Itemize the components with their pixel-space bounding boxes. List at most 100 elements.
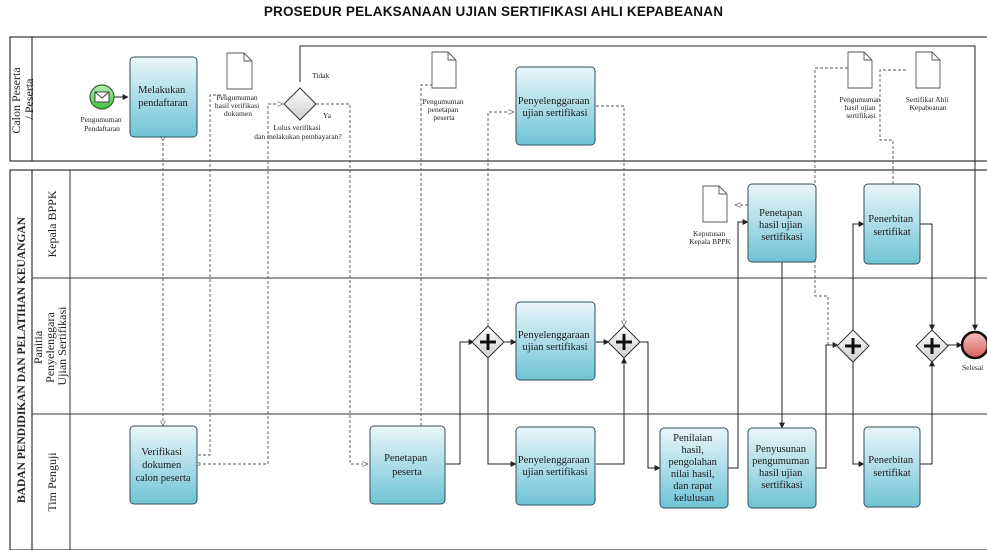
t-ujianpan-l2: ujian sertifikasi [522,342,587,353]
lane-label-panitia: Panitia Penyelenggara Ujian Sertifikasi [31,306,69,386]
task-penerbitan-penguji-label: Penerbitan sertifikat [868,455,916,479]
parallel-gateway-split[interactable] [471,325,505,359]
t-nilai-l1: Penilaian [673,433,713,444]
lane-label-penguji: Tim Penguji [45,452,59,512]
t-ujianpgj-l2: ujian sertifikasi [522,467,587,478]
task-pendaftaran-label: Melakukan pendaftaran [138,85,188,109]
doc-hasil-ujian-label: Pengumuman hasil ujian sertifikasi [839,95,882,120]
t-terbitk-l1: Penerbitan [868,214,914,225]
start-event-label: Pengumuman Pendaftaran [80,115,123,133]
page-title: PROSEDUR PELAKSANAAN UJIAN SERTIFIKASI A… [263,4,724,19]
lane-calon-line2: / Peserta [22,78,36,120]
doc-hasil-verifikasi-label: Pengumuman hasil verifikasi dokumen [215,93,261,118]
d-hasil-l3: sertifikasi [846,111,876,120]
d-sert-l1: Sertifikat Ahli [906,95,949,104]
parallel-gateway-cert-split[interactable] [836,329,870,363]
task-penilaian-label: Penilaian hasil, pengolahan nilai hasil,… [668,433,719,504]
d-hasil-l2: hasil ujian [845,103,876,112]
gateway-label-no: Tidak [312,71,329,80]
message-flows [163,67,908,464]
task-ujian-panitia[interactable]: Penyelenggaraan ujian sertifikasi [515,301,596,381]
d-penpes-l2: penetapan [428,105,459,114]
t-susun-l4: sertifikasi [761,480,802,491]
t-pendaftaran-l1: Melakukan [138,85,186,96]
task-ujian-panitia-label: Penyelenggaraan ujian sertifikasi [518,330,592,353]
t-nilai-l5: dan rapat [673,481,712,492]
doc-hasil-verifikasi[interactable]: Pengumuman hasil verifikasi dokumen [215,52,261,118]
start-event[interactable]: Pengumuman Pendaftaran [80,84,123,133]
task-pendaftaran[interactable]: Melakukan pendaftaran [129,56,198,138]
lane-panitia-line3: Ujian Sertifikasi [55,306,69,386]
lane-label-kepala: Kepala BPPK [45,190,59,257]
lane-panitia-line1: Panitia [31,330,45,364]
d-sert-l2: Kepabeanan [909,103,946,112]
start-label-line1: Pengumuman [80,115,121,124]
task-ujian-peserta-label: Penyelenggaraan ujian sertifikasi [518,96,592,119]
d-penpes-l1: Pengumuman [422,97,463,106]
t-verif-l2: dokumen [142,460,182,471]
t-hasil-l3: sertifikasi [761,232,802,243]
t-ujianp-l2: ujian sertifikasi [522,108,587,119]
task-ujian-peserta[interactable]: Penyelenggaraan ujian sertifikasi [515,66,596,146]
task-ujian-penguji[interactable]: Penyelenggaraan ujian sertifikasi [515,426,596,506]
task-penerbitan-kepala-label: Penerbitan sertifikat [868,214,916,238]
task-penyusunan[interactable]: Penyusunan pengumuman hasil ujian sertif… [747,427,817,509]
parallel-gateway-join[interactable] [607,325,641,359]
doc-penetapan-peserta-label: Pengumuman penetapan peserta [422,97,465,122]
gw-q-line1: Lulus verifikasi [273,123,320,132]
gw-q-line2: dan melakukan pembayaran? [254,132,342,141]
d-penpes-l3: peserta [433,113,455,122]
t-pendaftaran-l2: pendaftaran [138,98,188,109]
doc-penetapan-peserta[interactable]: Pengumuman penetapan peserta [422,51,465,122]
task-penilaian[interactable]: Penilaian hasil, pengolahan nilai hasil,… [659,427,729,509]
decision-gateway[interactable]: Tidak Ya Lulus verifikasi dan melakukan … [254,71,342,141]
t-nilai-l4: nilai hasil, [671,469,715,480]
task-verifikasi-label: Verifikasi dokumen calon peserta [135,447,190,484]
d-kep-l2: Kepala BPPK [689,237,731,246]
gateway-label-yes: Ya [323,111,332,120]
gateway-question: Lulus verifikasi dan melakukan pembayara… [254,123,342,141]
task-penerbitan-penguji[interactable]: Penerbitan sertifikat [863,426,921,508]
doc-keputusan-label: Keputusan Kepala BPPK [689,229,731,246]
t-penpes-l1: Penetapan [384,453,428,464]
task-penetapan-peserta-label: Penetapan peserta [384,453,430,478]
doc-hasil-ujian[interactable]: Pengumuman hasil ujian sertifikasi [839,51,882,120]
end-event-label: Selesai [962,363,983,372]
t-nilai-l3: pengolahan [668,457,717,468]
task-penetapan-hasil-label: Penetapan hasil ujian sertifikasi [759,208,805,243]
parallel-gateway-cert-join[interactable] [915,329,949,363]
t-terbitp-l2: sertifikat [873,468,910,479]
doc-sertifikat[interactable]: Sertifikat Ahli Kepabeanan [906,51,951,112]
doc-keputusan[interactable]: Keputusan Kepala BPPK [689,185,732,246]
task-ujian-penguji-label: Penyelenggaraan ujian sertifikasi [518,455,592,478]
lane-panitia-line2: Penyelenggara [43,312,57,383]
lane-label-calon-peserta: Calon Peserta / Peserta [9,64,36,133]
start-label-line2: Pendaftaran [84,124,120,133]
task-penerbitan-kepala[interactable]: Penerbitan sertifikat [863,183,921,265]
t-ujianpan-l1: Penyelenggaraan [518,330,590,341]
t-ujianpgj-l1: Penyelenggaraan [518,455,590,466]
sequence-flows [114,45,978,471]
t-hasil-l1: Penetapan [759,208,803,219]
t-terbitp-l1: Penerbitan [868,455,914,466]
t-nilai-l2: hasil, [681,445,703,456]
t-terbitk-l2: sertifikat [873,227,910,238]
lane-calon-line1: Calon Peserta [9,67,23,134]
task-penyusunan-label: Penyusunan pengumuman hasil ujian sertif… [752,444,812,491]
t-verif-l3: calon peserta [135,473,190,484]
d-verif-l2: hasil verifikasi [215,101,259,110]
t-susun-l2: pengumuman [752,456,810,467]
t-ujianp-l1: Penyelenggaraan [518,96,590,107]
d-hasil-l1: Pengumuman [839,95,880,104]
t-susun-l1: Penyusunan [755,444,806,455]
task-verifikasi[interactable]: Verifikasi dokumen calon peserta [129,425,198,505]
t-verif-l1: Verifikasi [141,447,182,458]
d-kep-l1: Keputusan [693,229,725,238]
t-penpes-l2: peserta [392,467,422,478]
doc-sertifikat-label: Sertifikat Ahli Kepabeanan [906,95,951,112]
task-penetapan-peserta[interactable]: Penetapan peserta [369,425,446,505]
end-event[interactable]: Selesai [960,330,987,372]
d-verif-l1: Pengumuman [216,93,257,102]
task-penetapan-hasil[interactable]: Penetapan hasil ujian sertifikasi [747,183,817,263]
d-verif-l3: dokumen [224,109,252,118]
